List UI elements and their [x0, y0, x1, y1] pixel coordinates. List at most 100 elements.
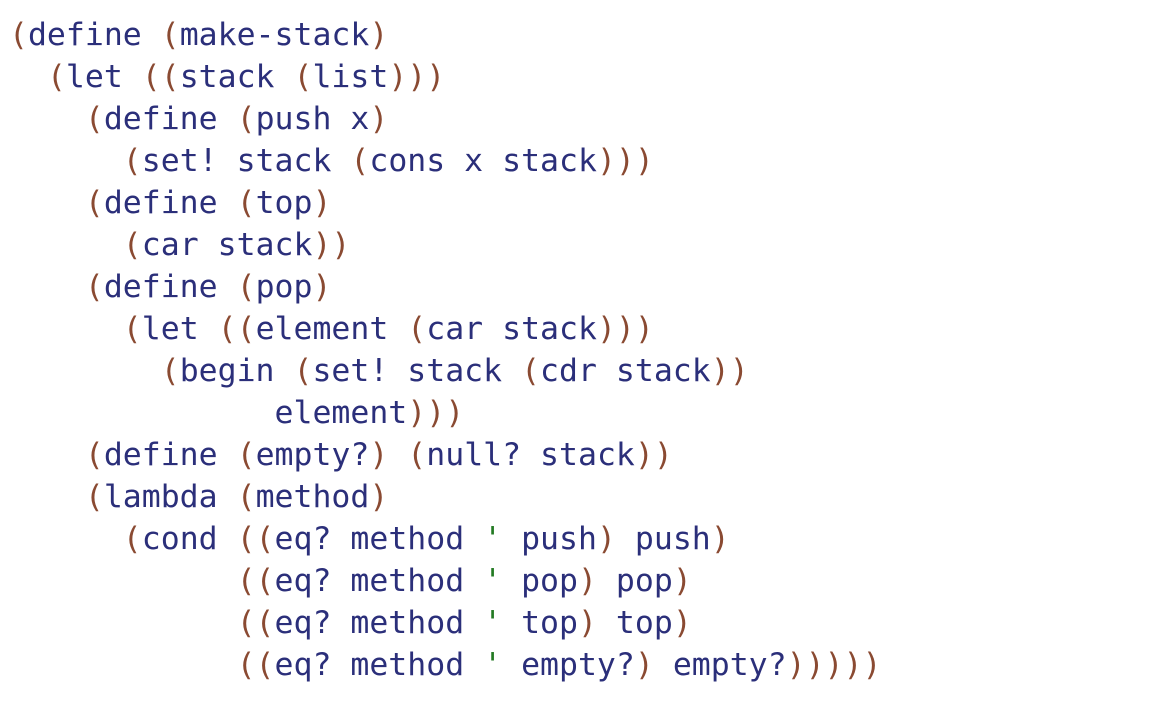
identifier-token: top [502, 605, 578, 641]
paren-token: ( [122, 311, 142, 347]
paren-token: ( [160, 353, 180, 389]
identifier-token: push [634, 521, 711, 557]
code-line: (define (empty?) (null? stack)) [9, 434, 1154, 476]
quote-token: ' [483, 521, 503, 557]
identifier-token: car stack [426, 311, 597, 347]
paren-token: ) [369, 17, 389, 53]
paren-token: ( [521, 353, 541, 389]
code-line: (define (make-stack) [9, 14, 1154, 56]
code-line: ((eq? method ' pop) pop) [9, 560, 1154, 602]
code-line: (let ((element (car stack))) [9, 308, 1154, 350]
identifier-token: empty? [672, 647, 787, 683]
identifier-token: null? stack [426, 437, 635, 473]
paren-token: ))) [388, 59, 446, 95]
identifier-token: push [502, 521, 597, 557]
code-line: (car stack)) [9, 224, 1154, 266]
code-line: (let ((stack (list))) [9, 56, 1154, 98]
indent-space [9, 521, 123, 557]
identifier-token: eq? method [274, 605, 484, 641]
identifier-token: element [274, 395, 408, 431]
indent-space [9, 143, 123, 179]
paren-token: ( [9, 17, 28, 53]
paren-token: ) [369, 101, 389, 137]
identifier-token: define [103, 437, 237, 473]
code-line: (begin (set! stack (cdr stack)) [9, 350, 1154, 392]
paren-token: ) [312, 269, 332, 305]
code-line: (define (push x) [9, 98, 1154, 140]
identifier-token: list [312, 59, 389, 95]
identifier-token: eq? method [274, 647, 484, 683]
paren-token: )) [634, 437, 673, 473]
identifier-token: define [103, 269, 237, 305]
indent-space [9, 269, 85, 305]
paren-token: ) [369, 479, 389, 515]
paren-token: ))) [596, 143, 654, 179]
paren-token: (( [236, 647, 275, 683]
identifier-token: eq? method [274, 563, 484, 599]
paren-token: ( [46, 59, 66, 95]
identifier-token: define [103, 101, 237, 137]
paren-token: ))) [596, 311, 654, 347]
paren-token: ( [84, 101, 104, 137]
quote-token: ' [483, 563, 503, 599]
code-line: ((eq? method ' empty?) empty?))))) [9, 644, 1154, 686]
identifier-token: begin [179, 353, 294, 389]
paren-token: ))) [407, 395, 465, 431]
paren-token: ( [407, 437, 427, 473]
code-line: (lambda (method) [9, 476, 1154, 518]
identifier-token: define [27, 17, 161, 53]
identifier-token: let [65, 59, 142, 95]
indent-space [9, 227, 123, 263]
identifier-token: set! stack [141, 143, 351, 179]
paren-token: ( [84, 437, 104, 473]
indent-space [9, 437, 85, 473]
identifier-token: empty? [255, 437, 370, 473]
indent-space [9, 311, 123, 347]
identifier-token: lambda [103, 479, 237, 515]
indent-space [9, 605, 237, 641]
paren-token: ( [84, 185, 104, 221]
indent-space [9, 563, 237, 599]
paren-token: ) [634, 647, 673, 683]
paren-token: (( [236, 605, 275, 641]
identifier-token: make-stack [179, 17, 370, 53]
paren-token: )) [312, 227, 351, 263]
paren-token: ( [160, 17, 180, 53]
paren-token: ) [577, 605, 616, 641]
identifier-token: car stack [141, 227, 313, 263]
paren-token: ( [122, 143, 142, 179]
code-line: (set! stack (cons x stack))) [9, 140, 1154, 182]
code-line: element))) [9, 392, 1154, 434]
indent-space [9, 185, 85, 221]
paren-token: ( [84, 479, 104, 515]
paren-token: ( [293, 353, 313, 389]
identifier-token: element [255, 311, 408, 347]
paren-token: ) [577, 563, 616, 599]
paren-token: ))))) [786, 647, 882, 683]
identifier-token: cdr stack [540, 353, 711, 389]
paren-token: ( [236, 185, 256, 221]
paren-token: ( [236, 479, 256, 515]
code-line: (define (pop) [9, 266, 1154, 308]
paren-token: ( [236, 437, 256, 473]
identifier-token: pop [615, 563, 673, 599]
identifier-token: cond [141, 521, 237, 557]
identifier-token: push x [255, 101, 370, 137]
identifier-token: method [255, 479, 370, 515]
identifier-token: set! stack [312, 353, 522, 389]
paren-token: ) [312, 185, 332, 221]
paren-token: ( [236, 269, 256, 305]
indent-space [9, 479, 85, 515]
identifier-token: stack [179, 59, 294, 95]
paren-token: ( [407, 311, 427, 347]
code-line: (cond ((eq? method ' push) push) [9, 518, 1154, 560]
paren-token: ) [672, 563, 692, 599]
paren-token: ) [369, 437, 408, 473]
paren-token: )) [710, 353, 749, 389]
indent-space [9, 353, 161, 389]
paren-token: ( [122, 521, 142, 557]
indent-space [9, 395, 275, 431]
paren-token: ( [293, 59, 313, 95]
indent-space [9, 59, 47, 95]
